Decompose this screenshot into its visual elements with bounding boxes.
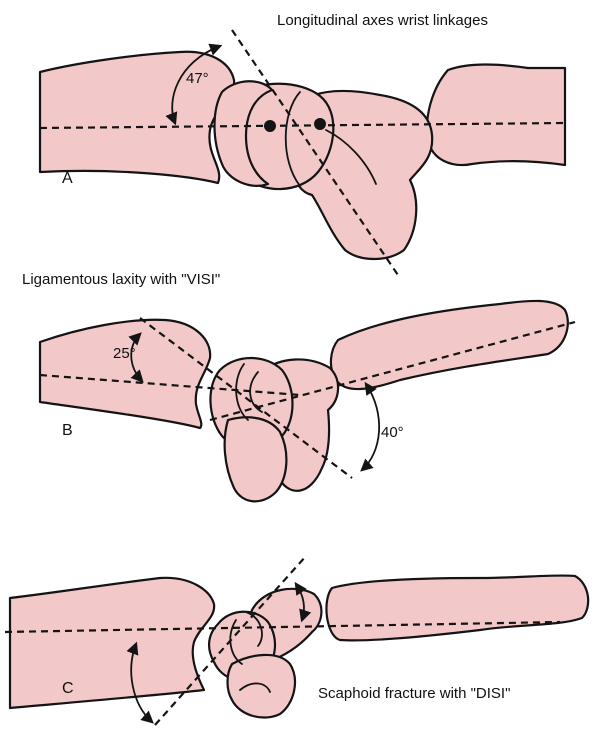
panel-b-artwork (38, 299, 576, 503)
panel-b-scaphoid (223, 416, 288, 503)
panel-a-angle-label: 47° (186, 70, 209, 87)
panel-b-radius (38, 318, 212, 430)
panel-b-angle-arc-25 (128, 332, 144, 383)
panel-a-axis-point-lunate (264, 120, 276, 132)
panel-c-radius (8, 576, 216, 710)
panel-b-angle-arc-40 (360, 381, 381, 472)
panel-c-scaphoid (226, 653, 297, 719)
panel-b-metacarpal (329, 299, 569, 391)
panel-c-lower-angle-arc (126, 641, 154, 724)
panel-c-upper-angle-arc (294, 581, 312, 623)
panel-b-letter: B (62, 422, 73, 439)
panel-a-letter: A (62, 170, 73, 187)
panel-b-angle-label-25: 25° (113, 345, 136, 362)
panel-c-letter: C (62, 680, 74, 697)
panel-b-angle-label-40: 40° (381, 424, 404, 441)
panel-b-title: Ligamentous laxity with "VISI" (22, 271, 221, 288)
panel-a-metacarpal (425, 63, 567, 167)
panel-a-angle-arc (165, 43, 223, 126)
panel-a-axis-point-capitate (314, 118, 326, 130)
panel-a-title: Longitudinal axes wrist linkages (277, 12, 488, 29)
panel-a-artwork (38, 29, 567, 279)
panel-c-artwork (4, 555, 590, 726)
panel-c-title: Scaphoid fracture with "DISI" (318, 685, 511, 702)
panel-c-metacarpal (325, 574, 590, 642)
panel-a-scaphoid (213, 80, 274, 187)
